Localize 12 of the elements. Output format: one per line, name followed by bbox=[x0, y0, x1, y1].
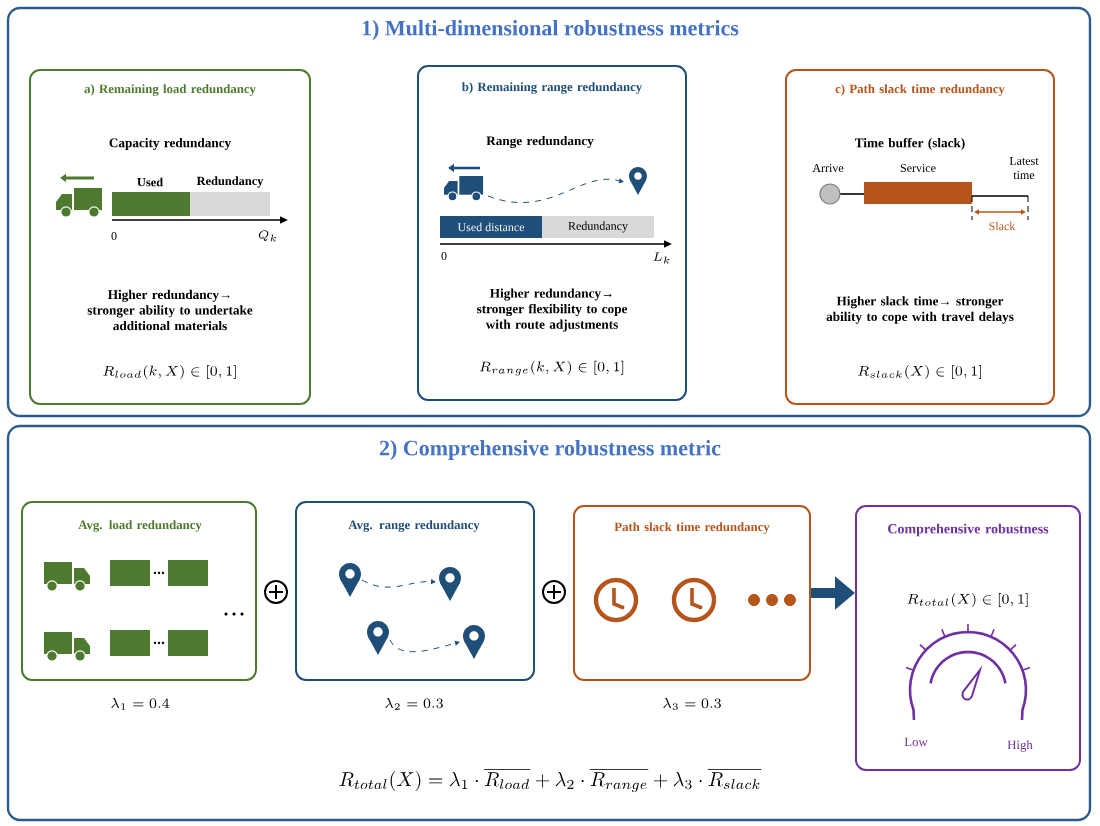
formula: $R_{total}(X)\in[0,1]$ bbox=[907, 593, 1028, 607]
formula: $R_{total}(X)=\lambda_1\cdot\overline{R_{load}}+\lambda_2\cdot\overline{R_{range}}+\lambda_3\cdot\overline{R_{slack}}$ bbox=[339, 769, 762, 792]
weight-formula: $\lambda_3=0.3$ bbox=[663, 698, 721, 711]
panel-title: 1) Multi-dimensional robustness metrics bbox=[362, 20, 739, 40]
axis-label: $Q_k$ bbox=[258, 230, 277, 242]
formula: $R_{range}(k,X)\in[0,1]$ bbox=[479, 360, 624, 376]
weight-formula: $\lambda_2=0.3$ bbox=[385, 698, 443, 710]
formula: $R_{slack}(X)\in[0,1]$ bbox=[858, 365, 981, 379]
formula: $R_{load}(k,X)\in[0,1]$ bbox=[103, 365, 236, 379]
axis-label: $L_k$ bbox=[653, 252, 670, 264]
panel-title: 2) Comprehensive robustness metric bbox=[379, 440, 721, 460]
weight-formula: $\lambda_1=0.4$ bbox=[111, 698, 170, 710]
